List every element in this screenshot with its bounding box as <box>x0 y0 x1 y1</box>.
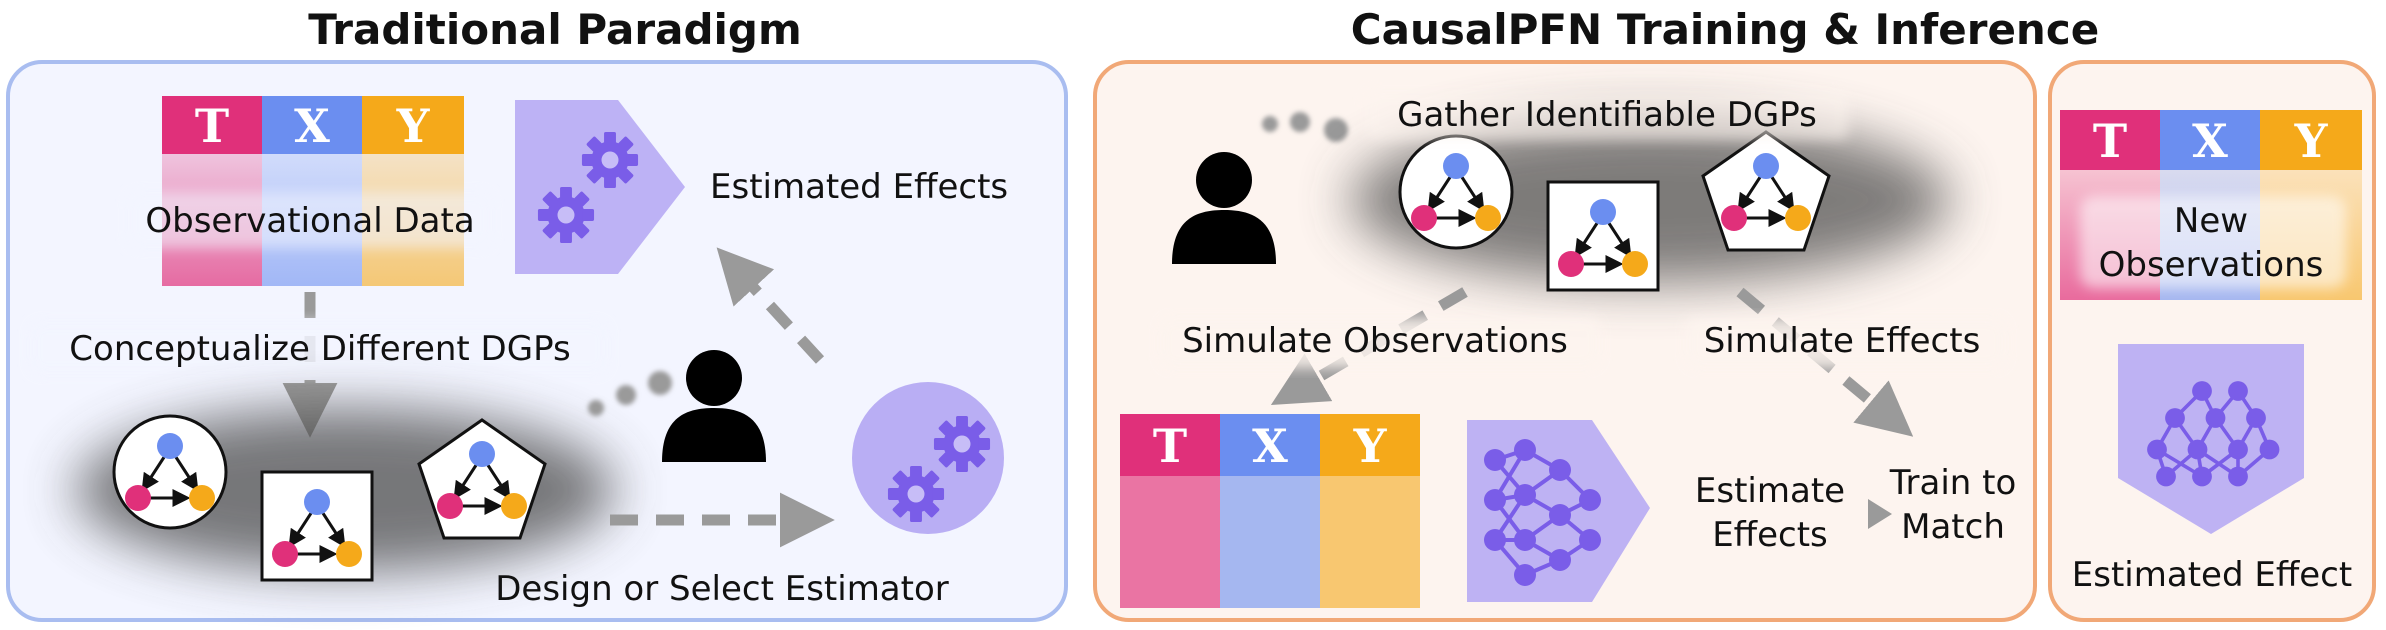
observational-data-table: T X Y Observational Data <box>128 96 492 286</box>
causalpfn-model <box>1467 420 1650 602</box>
gear-icon <box>581 131 639 189</box>
estimate-effects-label-2: Effects <box>1712 515 1828 555</box>
new-observations-label-2: Observations <box>2099 245 2324 285</box>
observational-data-label: Observational Data <box>145 201 474 241</box>
right-title: CausalPFN Training & Inference <box>1351 5 2099 54</box>
header-t: T <box>2093 114 2127 168</box>
header-x: X <box>2192 114 2228 168</box>
estimate-arrow <box>716 247 825 364</box>
inference-model <box>2118 344 2304 534</box>
left-title: Traditional Paradigm <box>308 5 801 54</box>
new-observations-label-1: New <box>2174 201 2248 241</box>
estimated-effects-label: Estimated Effects <box>710 167 1008 207</box>
estimate-effects-label-1: Estimate <box>1695 471 1845 511</box>
dgp-circle <box>112 414 228 530</box>
gather-label: Gather Identifiable DGPs <box>1397 95 1817 135</box>
simulated-data-table: T X Y <box>1120 414 1420 608</box>
header-y: Y <box>396 99 431 153</box>
train-label-2: Match <box>1901 507 2005 547</box>
gear-icon <box>537 186 595 244</box>
thought-dots-left <box>588 371 672 416</box>
dgp-circle <box>1398 134 1514 250</box>
simulate-observations-label: Simulate Observations <box>1182 321 1568 361</box>
middle-dgp-cloud <box>1350 118 1950 292</box>
conceptualize-label: Conceptualize Different DGPs <box>69 329 570 369</box>
left-dgp-cloud <box>75 408 615 582</box>
header-t: T <box>1153 419 1187 473</box>
header-y: Y <box>2294 114 2329 168</box>
header-t: T <box>195 99 229 153</box>
gear-icon <box>933 415 991 473</box>
train-label-1: Train to <box>1889 463 2017 503</box>
gear-icon <box>887 465 945 523</box>
thought-dots-middle <box>1262 112 1348 142</box>
simulate-effects-label: Simulate Effects <box>1704 321 1981 361</box>
header-x: X <box>1252 419 1288 473</box>
estimator-icon <box>515 100 685 274</box>
estimator-gears-circle <box>852 382 1004 534</box>
design-estimator-label: Design or Select Estimator <box>495 569 949 609</box>
new-observations-table: T X Y New Observations <box>2060 110 2362 300</box>
estimated-effect-label: Estimated Effect <box>2072 555 2352 595</box>
header-x: X <box>294 99 330 153</box>
header-y: Y <box>1353 419 1388 473</box>
